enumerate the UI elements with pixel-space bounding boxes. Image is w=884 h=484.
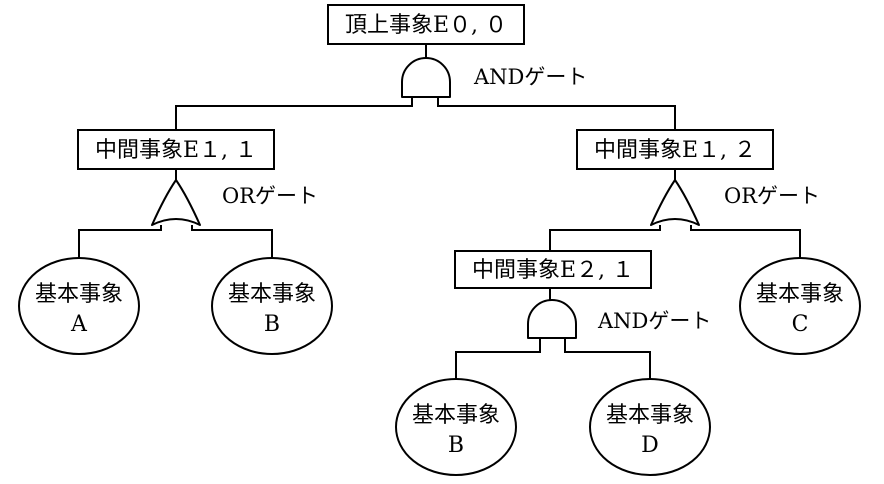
intermediate-event-e12: 中間事象E１, ２ bbox=[576, 129, 774, 170]
or-gate-left-label: ORゲート bbox=[222, 184, 318, 208]
and-gate-lower-label: ANDゲート bbox=[597, 309, 711, 333]
edge-or-gate-to-a bbox=[78, 225, 162, 258]
or-gate-icon bbox=[650, 179, 700, 226]
basic-event-c: 基本事象 C bbox=[739, 257, 861, 355]
or-gate-right: ORゲート bbox=[650, 179, 820, 226]
basic-event-b2: 基本事象 B bbox=[395, 378, 517, 476]
top-event-e00: 頂上事象E０, ０ bbox=[327, 4, 525, 45]
and-gate-top-label: ANDゲート bbox=[473, 65, 587, 89]
edge-or-gate-to-e21 bbox=[549, 225, 661, 251]
basic-event-d-circle bbox=[589, 378, 711, 476]
edge-or-gate-to-c bbox=[690, 225, 801, 258]
basic-event-c-line1: 基本事象 bbox=[756, 282, 844, 307]
top-event-label: 頂上事象E０, ０ bbox=[345, 13, 507, 38]
basic-event-b2-line2: B bbox=[448, 433, 464, 458]
basic-event-a-circle bbox=[18, 257, 140, 355]
or-gate-icon bbox=[151, 179, 201, 226]
basic-event-b1: 基本事象 B bbox=[211, 257, 333, 355]
intermediate-event-e11: 中間事象E１, １ bbox=[77, 129, 275, 170]
basic-event-a-line2: A bbox=[70, 312, 88, 337]
edge-and-gate-to-d bbox=[564, 338, 651, 380]
intermediate-event-e21-label: 中間事象E２, １ bbox=[472, 258, 634, 283]
and-gate-icon bbox=[401, 57, 451, 98]
intermediate-event-e11-box bbox=[77, 129, 275, 170]
or-gate-right-label: ORゲート bbox=[724, 184, 820, 208]
basic-event-a: 基本事象 A bbox=[18, 257, 140, 355]
basic-event-d: 基本事象 D bbox=[589, 378, 711, 476]
intermediate-event-e12-box bbox=[576, 129, 774, 170]
intermediate-event-e21: 中間事象E２, １ bbox=[454, 250, 652, 289]
intermediate-event-e12-label: 中間事象E１, ２ bbox=[594, 138, 756, 163]
and-gate-top: ANDゲート bbox=[401, 57, 587, 98]
top-event-box bbox=[327, 4, 525, 45]
basic-event-a-line1: 基本事象 bbox=[35, 282, 123, 307]
edge-or-gate-to-b1 bbox=[191, 225, 273, 258]
and-gate-icon bbox=[527, 299, 577, 339]
connectors bbox=[78, 44, 801, 380]
edge-and-gate-to-e11 bbox=[175, 97, 413, 130]
basic-event-c-line2: C bbox=[792, 312, 809, 337]
basic-event-b2-line1: 基本事象 bbox=[412, 403, 500, 428]
and-gate-lower: ANDゲート bbox=[527, 299, 711, 339]
basic-event-d-line2: D bbox=[641, 433, 659, 458]
basic-event-b2-circle bbox=[395, 378, 517, 476]
intermediate-event-e11-label: 中間事象E１, １ bbox=[95, 138, 257, 163]
basic-event-b1-circle bbox=[211, 257, 333, 355]
basic-event-b1-line1: 基本事象 bbox=[228, 282, 316, 307]
edge-and-gate-to-b2 bbox=[455, 338, 541, 380]
basic-event-d-line1: 基本事象 bbox=[606, 403, 694, 428]
intermediate-event-e21-box bbox=[454, 250, 652, 289]
basic-event-c-circle bbox=[739, 257, 861, 355]
edge-and-gate-to-e12 bbox=[437, 97, 676, 130]
or-gate-left: ORゲート bbox=[151, 179, 318, 226]
basic-event-b1-line2: B bbox=[264, 312, 280, 337]
